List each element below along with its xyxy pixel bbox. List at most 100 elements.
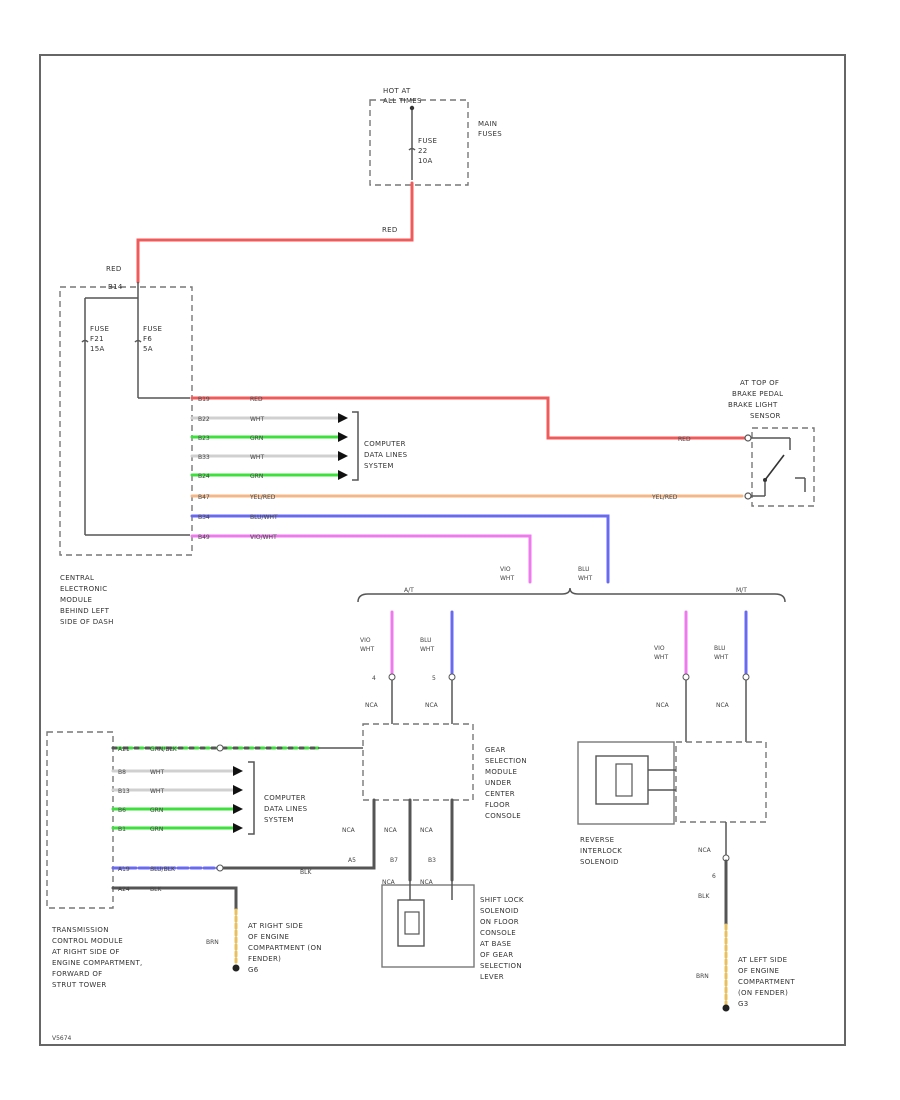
cem-pin-label: B19 [198,396,210,403]
tcm-pin-label: A21 [118,746,130,753]
data-lines-label-2: DATA LINES [364,451,408,459]
pin-b7-label: B7 [390,857,398,864]
shift-lock-label-7: SELECTION [480,962,522,970]
wht-label: WHT [420,646,434,653]
shift-lock-label-5: AT BASE [480,940,511,948]
blk-label: BLK [300,869,312,876]
wire-color-label: GRN [250,435,263,442]
blu-wht-wire [190,514,610,584]
reverse-interlock-solenoid: VIO WHT BLU WHT NCA NCA REVERSE INTERLOC… [577,610,795,1012]
shift-lock-label-6: OF GEAR [480,951,513,959]
ground-left-label-2: OF ENGINE [738,967,779,975]
vio-label: VIO [360,637,371,644]
fuse-box-title-1: HOT AT [383,87,411,95]
fuse-f6-number: F6 [143,335,152,343]
cem-label-4: BEHIND LEFT [60,607,110,615]
gsm-label-7: CONSOLE [485,812,521,820]
tcm-pin-label: B13 [118,788,130,795]
shift-lock-solenoid: SHIFT LOCK SOLENOID ON FLOOR CONSOLE AT … [381,880,524,981]
cem-pin-label: B23 [198,435,210,442]
nca-label: NCA [342,827,356,834]
cem-label-1: CENTRAL [60,574,94,582]
wht-label: WHT [654,654,668,661]
nca-label: NCA [656,702,670,709]
wire-color-label: WHT [250,454,264,461]
gsm-label-4: UNDER [485,779,512,787]
tcm-pin-label: B8 [118,769,126,776]
nca-label: NCA [420,827,434,834]
ground-icon [232,964,240,972]
wire-color-label: YEL/RED [249,494,276,501]
tcm-pin-label: B6 [118,807,126,814]
arrow-icon [233,804,243,814]
at-mt-split: VIO WHT BLU WHT A/T M/T [357,566,786,603]
ground-right-label-5: G6 [248,966,259,974]
gsm-label-2: SELECTION [485,757,527,765]
fuse-22-rating: 10A [418,157,433,165]
nca-label: NCA [384,827,398,834]
shift-lock-label-3: ON FLOOR [480,918,519,926]
tcm-label-1: TRANSMISSION [51,926,109,934]
wht-label: WHT [578,575,592,582]
blu-label: BLU [420,637,432,644]
fuse-f21-rating: 15A [90,345,105,353]
cem-pin-label: B22 [198,416,210,423]
wire-color-label: WHT [150,788,164,795]
data-lines-label-3: SYSTEM [264,816,294,824]
cem-label-2: ELECTRONIC [60,585,107,593]
wire-color-label: WHT [150,769,164,776]
wire-color-label: RED [250,396,263,403]
red-brake-wire [190,396,747,440]
wire-color-label: GRN [150,826,163,833]
data-lines-label-1: COMPUTER [364,440,406,448]
blu-label: BLU [714,645,726,652]
fuse-f6-rating: 5A [143,345,153,353]
fuse-f21-label: FUSE [90,325,109,333]
arrow-icon [233,823,243,833]
gsm-label-6: FLOOR [485,801,510,809]
wire-color-label: WHT [250,416,264,423]
red-top-wire-label: RED [382,226,398,234]
tcm-label-2: CONTROL MODULE [52,937,123,945]
diagram-frame [39,54,846,1046]
vio-label: VIO [500,566,511,573]
arrow-icon [338,413,348,423]
ground-right-label-3: COMPARTMENT (ON [248,944,322,952]
data-lines-label-2: DATA LINES [264,805,308,813]
arrow-icon [233,785,243,795]
pin-b3-label: B3 [428,857,436,864]
tcm-pin-label: B1 [118,826,126,833]
shift-lock-label-4: CONSOLE [480,929,516,937]
ground-right-label-2: OF ENGINE [248,933,289,941]
pin-6-label: 6 [712,873,716,880]
wht-label: WHT [714,654,728,661]
brake-label-2: BRAKE PEDAL [732,390,783,398]
ground-left-label-1: AT LEFT SIDE [738,956,787,964]
cem-label-5: SIDE OF DASH [60,618,114,626]
cem-pin-b14: B14 [108,283,123,291]
cem-label-3: MODULE [60,596,92,604]
transmission-control-module: BRN A21 B8 B13 B6 B1 A19 A24 GRN/BLK WHT… [46,731,363,989]
main-fuse-box: HOT AT ALL TIMES MAIN FUSES FUSE 22 10A [369,87,502,186]
nca-label: NCA [698,847,712,854]
coil-icon [404,911,420,935]
fuse-f21-number: F21 [90,335,104,343]
arrow-icon [338,451,348,461]
fuse-22-label: FUSE [418,137,437,145]
data-lines-label-1: COMPUTER [264,794,306,802]
nca-label: NCA [365,702,379,709]
shift-lock-label-1: SHIFT LOCK [480,896,524,904]
tcm-label-5: FORWARD OF [52,970,102,978]
wire-color-label: BLK [150,886,162,893]
nca-label: NCA [425,702,439,709]
switch-contact-icon [764,454,785,481]
wht-label: WHT [360,646,374,653]
at-label: A/T [404,587,414,594]
wire-color-label: BLU/WHT [250,514,278,521]
coil-icon [615,763,633,797]
diagram-code: V5674 [52,1035,72,1042]
ground-icon [722,1004,730,1012]
wire-color-label: BLU/BLK [150,866,176,873]
nca-label: NCA [382,879,396,886]
